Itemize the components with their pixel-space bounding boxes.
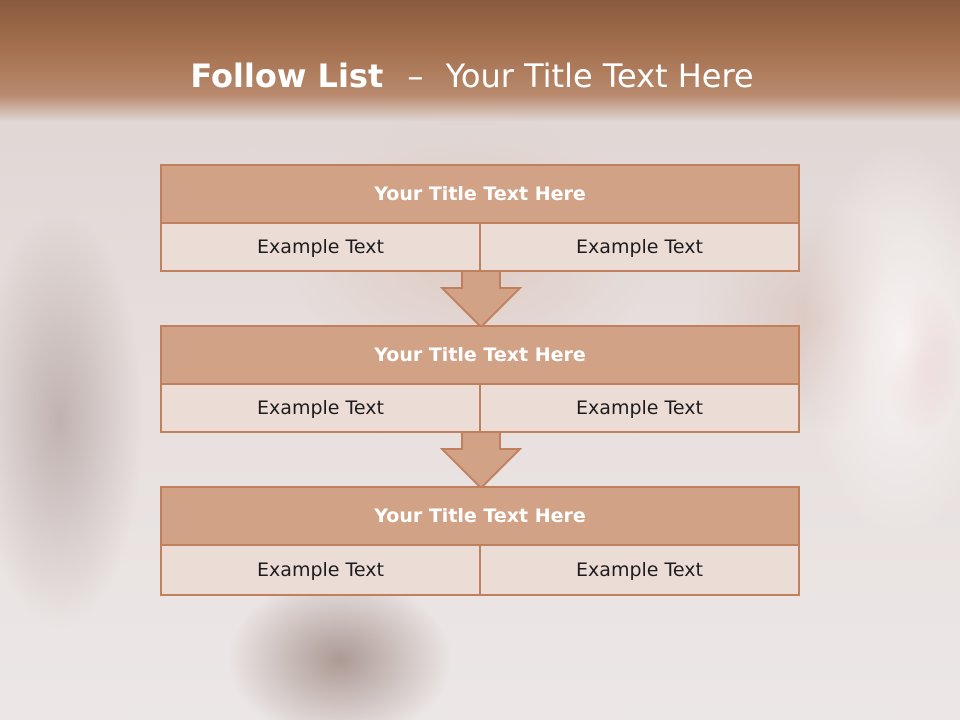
block-cell-left: Example Text (257, 559, 384, 581)
slide-title-bold: Follow List (190, 57, 384, 95)
title-bar (0, 0, 960, 122)
slide-title-separator: – (407, 57, 424, 95)
slide-title-rest: Your Title Text Here (445, 57, 754, 95)
block-cell-right: Example Text (479, 385, 798, 431)
list-block-1: Your Title Text Here Example Text Exampl… (160, 164, 800, 272)
block-cell-left: Example Text (257, 236, 384, 258)
block-row: Example Text Example Text (162, 546, 798, 594)
block-row: Example Text Example Text (162, 385, 798, 431)
block-title: Your Title Text Here (162, 327, 798, 385)
list-block-3: Your Title Text Here Example Text Exampl… (160, 486, 800, 596)
block-cell-left: Example Text (257, 397, 384, 419)
block-title: Your Title Text Here (162, 166, 798, 224)
block-cell-right: Example Text (479, 224, 798, 270)
down-arrow-icon (440, 270, 522, 329)
slide-title: Follow List – Your Title Text Here (0, 54, 944, 98)
block-title: Your Title Text Here (162, 488, 798, 546)
block-cell-right: Example Text (479, 546, 798, 594)
block-row: Example Text Example Text (162, 224, 798, 270)
list-block-2: Your Title Text Here Example Text Exampl… (160, 325, 800, 433)
down-arrow-icon (440, 431, 522, 490)
